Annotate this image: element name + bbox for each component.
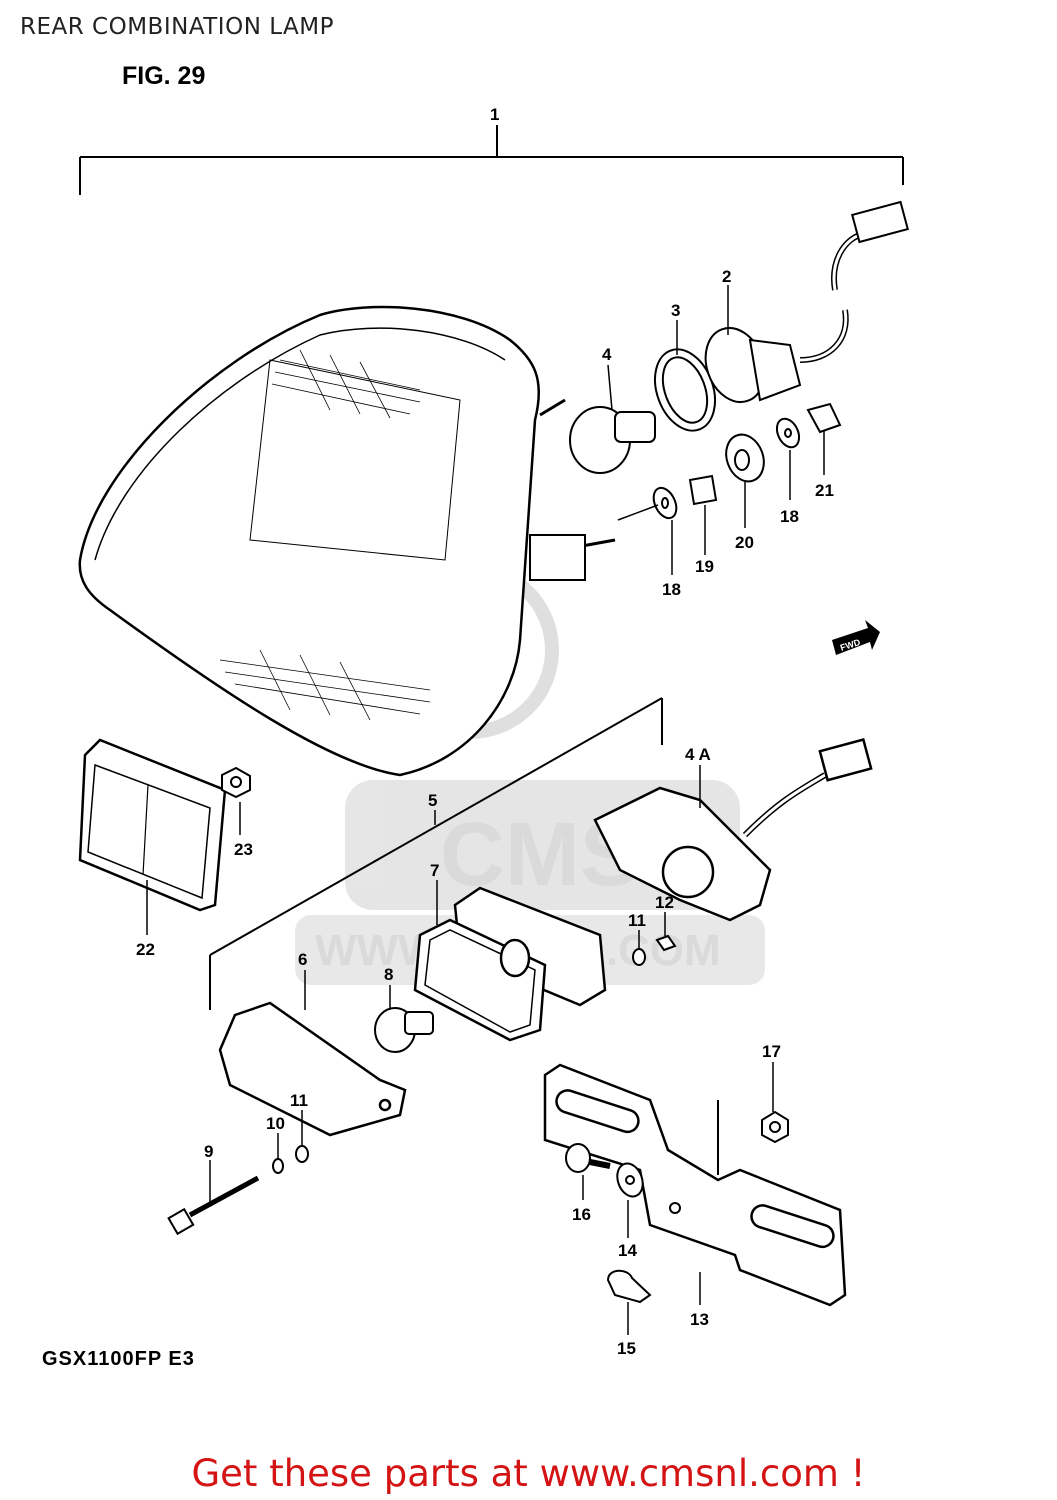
callout-20: 20 xyxy=(735,533,754,552)
license-bracket-13 xyxy=(543,1063,847,1307)
assembly-bracket-1 xyxy=(79,125,904,195)
callout-numbers: 1 2 3 4 18 19 20 18 21 4 A 5 6 7 8 11 12… xyxy=(136,105,834,1358)
tail-lamp-lens xyxy=(78,305,616,777)
callout-14: 14 xyxy=(618,1241,637,1260)
hardware-lower xyxy=(565,1110,789,1304)
callout-11b: 11 xyxy=(290,1091,308,1110)
callout-5: 5 xyxy=(428,791,437,810)
callout-3: 3 xyxy=(671,301,680,320)
callout-13: 13 xyxy=(690,1310,709,1329)
callout-9: 9 xyxy=(204,1142,213,1161)
callout-17: 17 xyxy=(762,1042,781,1061)
callout-16: 16 xyxy=(572,1205,591,1224)
bulb-4 xyxy=(569,406,656,474)
callout-4: 4 xyxy=(602,345,612,364)
callout-10: 10 xyxy=(266,1114,285,1133)
wire-harness-upper xyxy=(799,200,909,363)
fwd-arrow-badge: FWD xyxy=(832,620,880,655)
footer-parts-link[interactable]: Get these parts at www.cmsnl.com ! xyxy=(191,1452,866,1495)
page-title: REAR COMBINATION LAMP xyxy=(20,14,335,40)
callout-8: 8 xyxy=(384,965,393,984)
callout-15: 15 xyxy=(617,1339,636,1358)
callout-23: 23 xyxy=(234,840,253,859)
callout-11: 11 xyxy=(628,911,646,930)
callout-18b: 18 xyxy=(780,507,799,526)
callout-7: 7 xyxy=(430,861,439,880)
leader-lines xyxy=(146,285,825,1335)
callout-6: 6 xyxy=(298,950,307,969)
model-code: GSX1100FP E3 xyxy=(42,1348,195,1370)
callout-1: 1 xyxy=(490,105,499,124)
figure-label: FIG. 29 xyxy=(122,62,206,90)
callout-21: 21 xyxy=(815,481,834,500)
lens-6 xyxy=(218,1001,407,1137)
callout-2: 2 xyxy=(722,267,731,286)
callout-18: 18 xyxy=(662,580,681,599)
socket-2 xyxy=(704,327,802,403)
reflector-22 xyxy=(78,738,227,912)
callout-4a: 4 A xyxy=(685,745,711,764)
bulb-8 xyxy=(374,1007,434,1053)
license-lamp-4a xyxy=(593,738,873,922)
assembly-bracket-5 xyxy=(209,697,663,1010)
callout-12: 12 xyxy=(655,893,674,912)
nut-23 xyxy=(221,766,251,799)
callout-19: 19 xyxy=(695,557,714,576)
hardware-upper xyxy=(652,402,842,520)
lamp-housing-7 xyxy=(413,886,607,1042)
screw-9 xyxy=(167,1145,309,1236)
callout-22: 22 xyxy=(136,940,155,959)
